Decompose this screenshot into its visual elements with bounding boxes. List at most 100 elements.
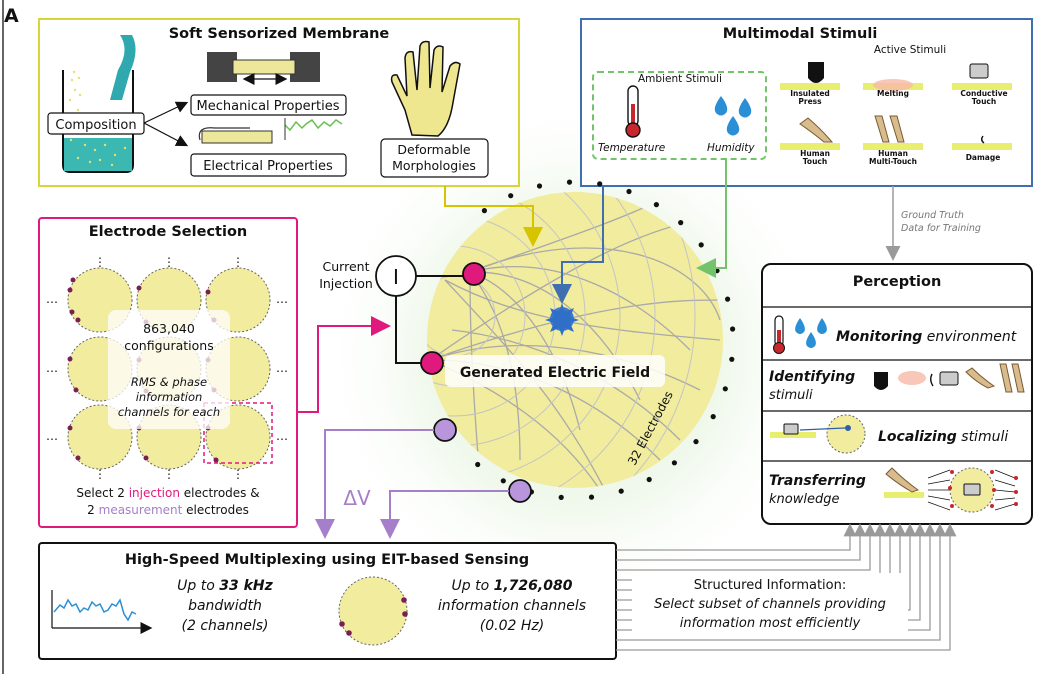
voltage-measurement: ΔV [315, 418, 532, 539]
electrode-dot [558, 494, 564, 500]
sensor-disc-icon [338, 576, 408, 646]
electrode-dot [475, 461, 481, 468]
mechanical-label: Mechanical Properties [197, 99, 340, 114]
electrode-ring [475, 179, 736, 500]
insulated-press-tile: Insulated Press [780, 62, 840, 106]
central-membrane: Generated Electric Field 32 Electrodes [427, 179, 736, 500]
svg-text:…: … [46, 429, 58, 443]
thermometer-icon [625, 85, 641, 138]
mechanical-box [190, 94, 347, 116]
melting-tile: Melting [863, 79, 923, 98]
svg-text:Touch: Touch [972, 97, 996, 106]
electrode-dot [678, 220, 684, 226]
monitoring-text: Monitoring environment [836, 329, 1017, 345]
stimuli-panel: Multimodal Stimuli Ambient Stimuli Tempe… [580, 18, 1033, 187]
electrode-panel: Electrode Selection ⋮ ⋮ ⋮ ⋮ ⋮ ⋮ … [38, 217, 298, 528]
electrical-box [190, 153, 347, 177]
morphology-line-2: Morphologies [392, 158, 476, 173]
electrode-dot [653, 202, 660, 208]
electrical-sample-icon [198, 118, 343, 144]
ground-truth-line-2: Data for Training [901, 223, 981, 234]
water-drops-icon [714, 96, 752, 136]
injection-electrode-2 [420, 351, 444, 375]
svg-text:Melting: Melting [877, 89, 909, 98]
multi-touch-tile: Human Multi-Touch [863, 115, 923, 166]
svg-text:channels for each: channels for each [118, 405, 220, 419]
ground-truth-line-1: Ground Truth [901, 210, 964, 221]
electrode-dot [725, 296, 731, 302]
channels-line-2: information channels [438, 598, 586, 614]
svg-text:…: … [46, 361, 58, 375]
svg-text:Human: Human [800, 149, 830, 158]
localizing-text: Localizing stimuli [878, 429, 1008, 445]
svg-text:I: I [393, 265, 399, 289]
svg-text:⋮: ⋮ [232, 467, 244, 481]
multiplex-panel: High-Speed Multiplexing using EIT-based … [38, 542, 617, 660]
svg-text:…: … [276, 292, 288, 306]
measurement-electrode-2 [508, 479, 532, 503]
damage-tile: Damage [952, 135, 1012, 162]
svg-text:⋮: ⋮ [163, 255, 175, 269]
field-label: Generated Electric Field [460, 365, 650, 381]
svg-text:Multi-Touch: Multi-Touch [869, 157, 917, 166]
channels-line-1: Up to 1,726,080 [452, 578, 573, 594]
membrane-to-field-arrow [444, 186, 543, 247]
electrode-dot [626, 188, 632, 195]
monitoring-icons [773, 315, 827, 354]
bandwidth-line-2: bandwidth [188, 598, 262, 614]
configs-count: 863,040 [143, 321, 195, 336]
svg-text:Damage: Damage [966, 153, 1001, 162]
svg-text:…: … [276, 361, 288, 375]
electrode-dot [618, 488, 624, 494]
stimulus-burst-icon [545, 303, 579, 336]
composition-label: Composition [55, 118, 136, 133]
electrode-dot [508, 193, 514, 199]
svg-text:Touch: Touch [803, 157, 827, 166]
membrane-panel: Soft Sensorized Membrane Composition [38, 18, 520, 187]
active-label: Active Stimuli [874, 44, 946, 56]
electrode-dot [710, 414, 716, 420]
perception-title: Perception [853, 274, 942, 290]
electrode-dot [729, 356, 735, 362]
panel-label: A [4, 5, 19, 27]
stimuli-title: Multimodal Stimuli [723, 26, 878, 42]
current-label-1: Current [323, 259, 370, 274]
perception-panel: Perception Monitoring environment Identi… [761, 263, 1033, 525]
ambient-label: Ambient Stimuli [638, 73, 722, 85]
configs-label: configurations [124, 338, 213, 353]
current-label-2: Injection [319, 276, 373, 291]
svg-text:RMS & phase: RMS & phase [131, 375, 207, 389]
svg-text:…: … [276, 429, 288, 443]
electrode-dot [481, 208, 487, 214]
ambient-box [592, 71, 767, 160]
svg-text:⋮: ⋮ [232, 255, 244, 269]
structured-line-1: Structured Information: [694, 578, 847, 593]
signal-plot-icon [51, 590, 153, 634]
svg-text:Press: Press [798, 97, 822, 106]
transfer-icons [884, 467, 1018, 513]
multiplex-title: High-Speed Multiplexing using EIT-based … [125, 552, 529, 568]
svg-text:Human: Human [878, 149, 908, 158]
morphology-line-1: Deformable [397, 142, 471, 157]
electrode-dot [566, 179, 573, 185]
identifying-sub: stimuli [769, 388, 813, 403]
humidity-label: Humidity [707, 142, 755, 154]
field-label-bg [445, 355, 665, 387]
temperature-label: Temperature [598, 142, 665, 154]
select-measurement-text: 2 measurement electrodes [87, 503, 249, 517]
select-injection-text: Select 2 injection electrodes & [76, 486, 259, 500]
svg-text:⋮: ⋮ [163, 467, 175, 481]
measurement-electrode-1 [433, 418, 457, 442]
tensile-sample-icon [207, 52, 320, 85]
selection-to-injection-arrow [297, 316, 391, 413]
electrode-title: Electrode Selection [89, 224, 247, 240]
svg-text:Conductive: Conductive [960, 89, 1007, 98]
electrode-dot [698, 242, 704, 248]
electrode-dot [536, 183, 543, 189]
electrode-dot [730, 326, 736, 332]
current-injection: Current Injection I [319, 255, 486, 375]
configs-overlay [108, 310, 230, 429]
ambient-to-field-arrow [696, 158, 727, 278]
stimuli-to-field-arrow [552, 186, 604, 304]
electrode-dot [500, 478, 506, 484]
